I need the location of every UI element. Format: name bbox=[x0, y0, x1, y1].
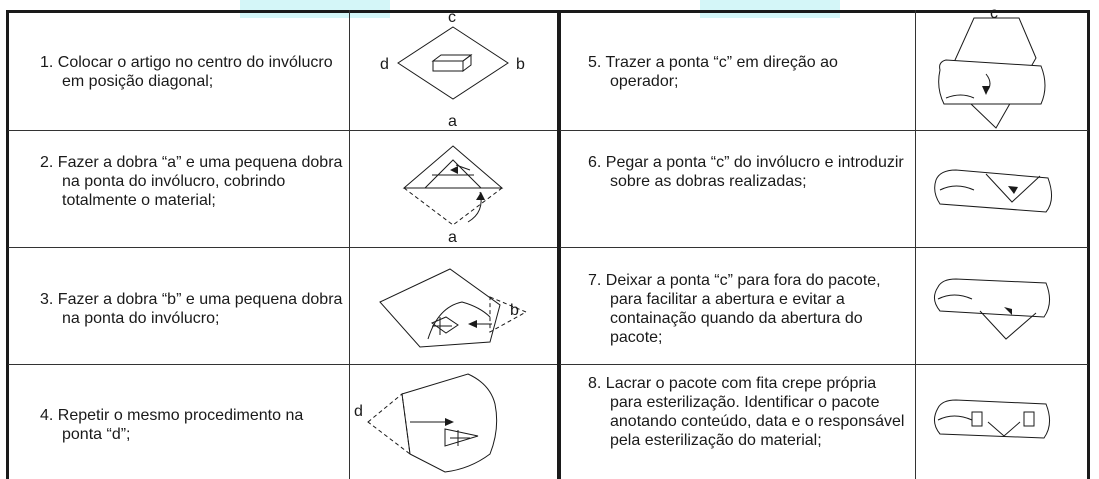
tuck-c-icon bbox=[916, 130, 1087, 247]
step-7-cell: 7. Deixar a ponta “c” para fora do pacot… bbox=[588, 271, 913, 347]
step-2-text: 2. Fazer a dobra “a” e uma pequena dobra… bbox=[40, 154, 343, 209]
step-6-text: 6. Pegar a ponta “c” do invólucro e intr… bbox=[588, 154, 904, 190]
taped-package-icon bbox=[916, 364, 1087, 479]
fold-a-icon: a bbox=[350, 130, 557, 247]
fig2-label-a: a bbox=[448, 229, 457, 246]
step-4-cell: 4. Repetir o mesmo procedimento na ponta… bbox=[40, 406, 340, 444]
step-5-text: 5. Trazer a ponta “c” em direção ao oper… bbox=[588, 54, 838, 90]
step-1-cell: 1. Colocar o artigo no centro do invóluc… bbox=[40, 53, 340, 91]
step-7-text: 7. Deixar a ponta “c” para fora do pacot… bbox=[588, 272, 881, 346]
step-4-text: 4. Repetir o mesmo procedimento na ponta… bbox=[40, 407, 304, 443]
left-border bbox=[6, 10, 9, 479]
fig1-label-b: b bbox=[516, 56, 525, 73]
top-decoration-right bbox=[700, 0, 840, 18]
step-2-cell: 2. Fazer a dobra “a” e uma pequena dobra… bbox=[40, 153, 345, 210]
row-separator bbox=[8, 130, 557, 131]
fig1-label-c: c bbox=[448, 9, 456, 26]
left-figure-divider bbox=[349, 10, 350, 479]
bring-c-forward-icon: c bbox=[916, 0, 1087, 130]
fig4-label-d: d bbox=[354, 403, 363, 420]
fig3-label-b: b bbox=[510, 302, 519, 319]
fold-d-icon: d bbox=[350, 364, 557, 479]
center-divider bbox=[557, 10, 561, 479]
step-3-cell: 3. Fazer a dobra “b” e uma pequena dobra… bbox=[40, 290, 345, 328]
row-separator bbox=[560, 364, 1088, 365]
step-8-cell: 8. Lacrar o pacote com fita crepe própri… bbox=[588, 374, 908, 450]
fig1-label-d: d bbox=[380, 56, 389, 73]
fig1-label-a: a bbox=[448, 113, 457, 130]
step-6-cell: 6. Pegar a ponta “c” do invólucro e intr… bbox=[588, 153, 908, 191]
right-border bbox=[1087, 10, 1090, 479]
c-tip-outside-icon bbox=[916, 247, 1087, 364]
top-decoration-left bbox=[240, 0, 390, 18]
fold-b-icon: b bbox=[350, 247, 557, 364]
row-separator bbox=[8, 247, 557, 248]
step-5-cell: 5. Trazer a ponta “c” em direção ao oper… bbox=[588, 53, 908, 91]
row-separator bbox=[8, 364, 557, 365]
row-separator bbox=[560, 247, 1088, 248]
step-3-text: 3. Fazer a dobra “b” e uma pequena dobra… bbox=[40, 291, 343, 327]
row-separator bbox=[560, 130, 1088, 131]
wrap-diagonal-placement-icon: c d b a bbox=[350, 0, 557, 130]
top-border bbox=[6, 10, 1088, 13]
step-8-text: 8. Lacrar o pacote com fita crepe própri… bbox=[588, 375, 905, 449]
step-1-text: 1. Colocar o artigo no centro do invóluc… bbox=[40, 54, 333, 90]
right-figure-divider bbox=[915, 10, 916, 479]
fig5-label-c: c bbox=[990, 5, 998, 22]
